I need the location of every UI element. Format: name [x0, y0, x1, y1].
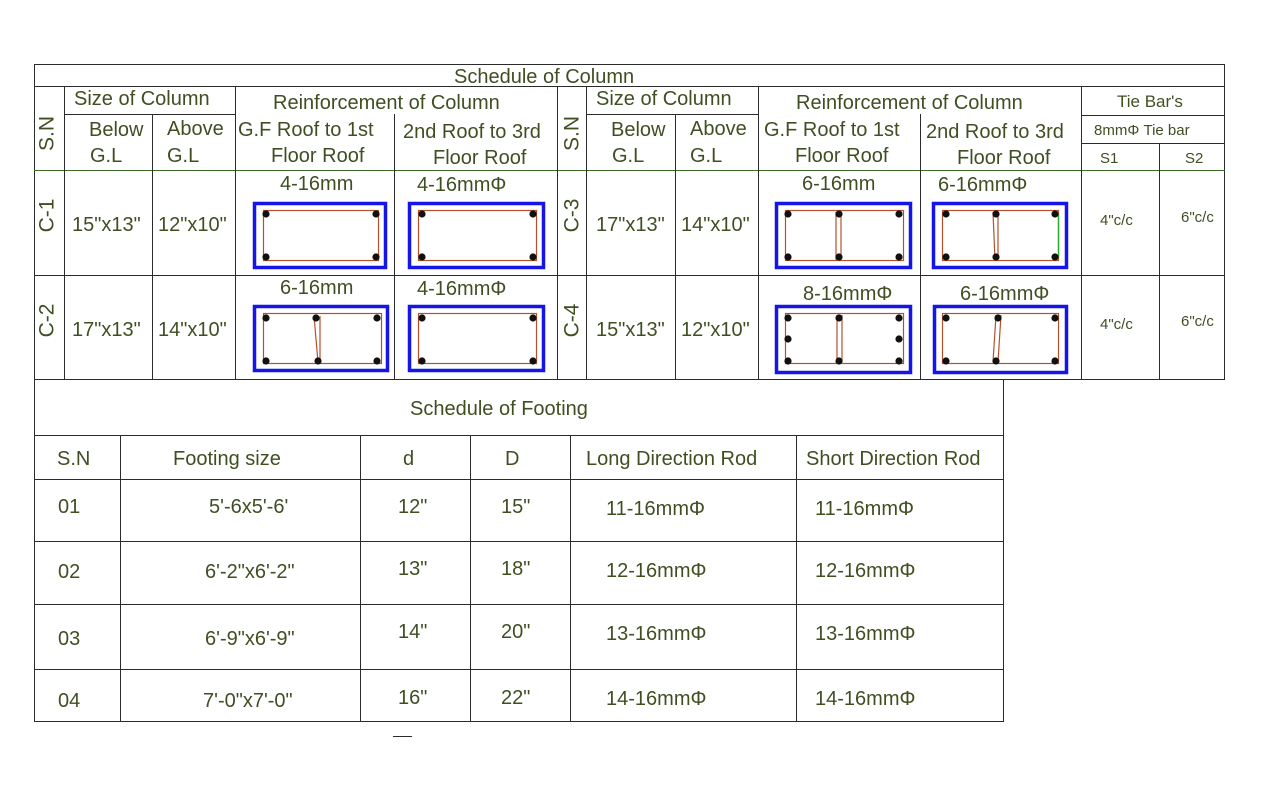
- c2-second-label: 4-16mmΦ: [417, 278, 507, 300]
- footing-row1-D: 15": [501, 496, 531, 518]
- footing-header-D: D: [505, 448, 520, 470]
- c1-above-size: 12"x10": [158, 214, 227, 236]
- c1-second-section: [407, 201, 546, 270]
- below-label-right: Below: [611, 119, 666, 141]
- c2-second-section: [407, 304, 546, 373]
- c4-second-label: 6-16mmΦ: [960, 283, 1050, 305]
- column-schedule-title: Schedule of Column: [454, 66, 635, 88]
- c2-gf-label: 6-16mm: [280, 277, 354, 299]
- above-gl-label-right: G.L: [690, 145, 723, 167]
- below-gl-label-right: G.L: [612, 145, 645, 167]
- c3-above-size: 14"x10": [681, 214, 750, 236]
- size-of-column-header-right: Size of Column: [596, 88, 732, 110]
- c1-second-label: 4-16mmΦ: [417, 174, 507, 196]
- c4-gf-label: 8-16mmΦ: [803, 283, 893, 305]
- footing-row3-short: 13-16mmΦ: [815, 623, 916, 645]
- c4-second-section: [932, 304, 1069, 375]
- footing-header-sn: S.N: [57, 448, 91, 470]
- footing-row2-d: 13": [398, 558, 428, 580]
- footing-header-long-rod: Long Direction Rod: [586, 448, 758, 470]
- c2-below-size: 17"x13": [72, 319, 141, 341]
- above-label: Above: [167, 118, 224, 140]
- footing-row2-D: 18": [501, 558, 531, 580]
- c3-s1: 4"c/c: [1100, 212, 1133, 229]
- c4-gf-section: [774, 304, 913, 375]
- reinforcement-header: Reinforcement of Column: [273, 92, 500, 114]
- c3-s2: 6"c/c: [1181, 209, 1214, 226]
- footing-row1-size: 5'-6x5'-6': [209, 496, 289, 518]
- c4-s1: 4"c/c: [1100, 316, 1133, 333]
- c4-below-size: 15"x13": [596, 319, 665, 341]
- footing-row4-d: 16": [398, 687, 428, 709]
- s1-header: S1: [1100, 150, 1119, 167]
- c1-gf-label: 4-16mm: [280, 173, 354, 195]
- footing-row1-sn: 01: [58, 496, 81, 518]
- c2-above-size: 14"x10": [158, 319, 227, 341]
- c2-gf-section: [252, 304, 390, 373]
- c3-second-label: 6-16mmΦ: [938, 174, 1028, 196]
- second-roof-header-1-right: 2nd Roof to 3rd: [926, 121, 1064, 143]
- footing-header-d: d: [403, 448, 415, 470]
- tie-bars-header: Tie Bar's: [1117, 92, 1183, 111]
- footing-row2-long: 12-16mmΦ: [606, 560, 707, 582]
- footing-row2-size: 6'-2"x6'-2": [205, 561, 295, 583]
- below-gl-label: G.L: [90, 145, 123, 167]
- c4-above-size: 12"x10": [681, 319, 750, 341]
- tie-bar-spec: 8mmΦ Tie bar: [1094, 122, 1190, 139]
- second-roof-header-2-right: Floor Roof: [957, 147, 1051, 169]
- gf-roof-header-2-right: Floor Roof: [795, 145, 889, 167]
- footing-header-size: Footing size: [173, 448, 281, 470]
- gf-roof-header-1-right: G.F Roof to 1st: [764, 119, 900, 141]
- footing-row2-short: 12-16mmΦ: [815, 560, 916, 582]
- footing-row1-d: 12": [398, 496, 428, 518]
- footing-row3-d: 14": [398, 621, 428, 643]
- footing-row3-long: 13-16mmΦ: [606, 623, 707, 645]
- footing-row4-size: 7'-0"x7'-0": [203, 690, 293, 712]
- footing-row1-long: 11-16mmΦ: [606, 498, 705, 520]
- footing-row2-sn: 02: [58, 561, 81, 583]
- reinforcement-header-right: Reinforcement of Column: [796, 92, 1023, 114]
- footing-header-short-rod: Short Direction Rod: [806, 448, 981, 470]
- s2-header: S2: [1185, 150, 1204, 167]
- above-label-right: Above: [690, 118, 747, 140]
- c3-second-section: [931, 201, 1069, 270]
- footing-row4-sn: 04: [58, 690, 81, 712]
- footing-row3-size: 6'-9"x6'-9": [205, 628, 295, 650]
- footing-row4-long: 14-16mmΦ: [606, 688, 707, 710]
- footing-row4-short: 14-16mmΦ: [815, 688, 916, 710]
- second-roof-header-1: 2nd Roof to 3rd: [403, 121, 541, 143]
- c3-gf-label: 6-16mm: [802, 173, 876, 195]
- footing-schedule-title: Schedule of Footing: [410, 398, 588, 420]
- footing-row3-D: 20": [501, 621, 531, 643]
- c4-s2: 6"c/c: [1181, 313, 1214, 330]
- footing-row4-D: 22": [501, 687, 531, 709]
- footing-row1-short: 11-16mmΦ: [815, 498, 914, 520]
- c3-gf-section: [774, 201, 913, 270]
- below-label: Below: [89, 119, 144, 141]
- c3-below-size: 17"x13": [596, 214, 665, 236]
- above-gl-label: G.L: [167, 145, 200, 167]
- gf-roof-header-1: G.F Roof to 1st: [238, 119, 374, 141]
- c1-gf-section: [252, 201, 388, 270]
- second-roof-header-2: Floor Roof: [433, 147, 527, 169]
- size-of-column-header: Size of Column: [74, 88, 210, 110]
- gf-roof-header-2: Floor Roof: [271, 145, 365, 167]
- c1-below-size: 15"x13": [72, 214, 141, 236]
- footing-row3-sn: 03: [58, 628, 81, 650]
